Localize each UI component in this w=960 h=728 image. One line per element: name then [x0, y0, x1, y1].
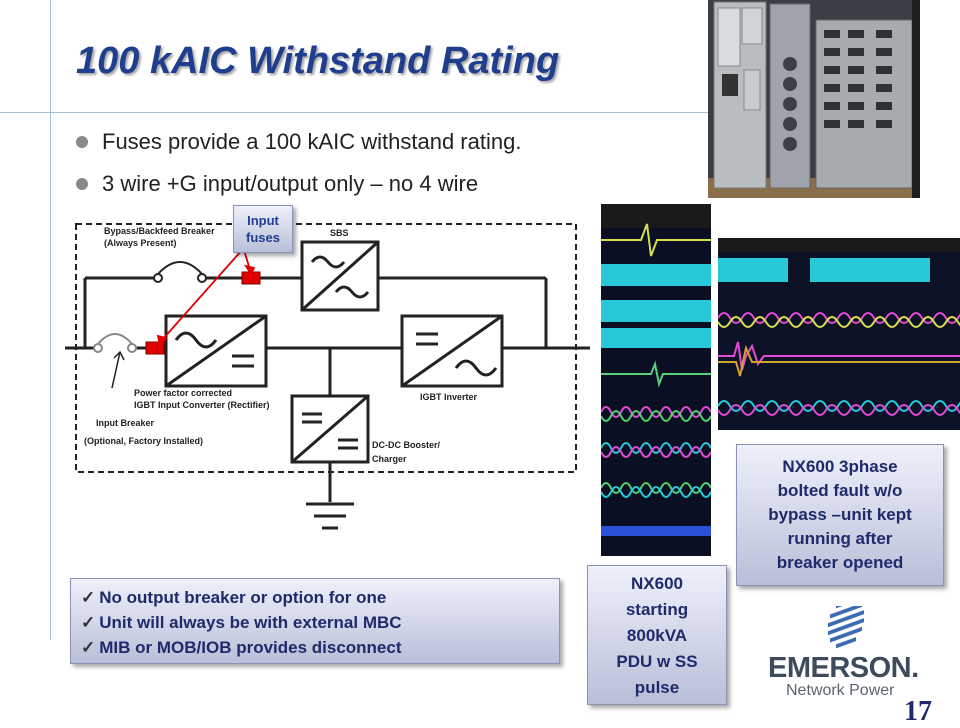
- input-fuses-line: fuses: [246, 230, 280, 245]
- fault-callout-line: running after: [787, 529, 893, 548]
- callout-arrows: [156, 249, 256, 349]
- input-breaker-arrow: [111, 350, 125, 389]
- booster-box: [290, 394, 370, 464]
- startup-test-callout: NX600 starting 800kVA PDU w SS pulse: [587, 565, 727, 705]
- fault-callout-line: bolted fault w/o: [777, 481, 903, 500]
- bullet-list: Fuses provide a 100 kAIC withstand ratin…: [76, 124, 521, 208]
- startup-callout-line: NX600: [631, 574, 683, 593]
- ups-cabinet-illustration: [708, 0, 920, 198]
- bypass-breaker-sublabel: (Always Present): [104, 238, 177, 248]
- inverter-box: [400, 314, 504, 388]
- rectifier-box: [164, 314, 268, 388]
- checklist-text: MIB or MOB/IOB provides disconnect: [99, 638, 402, 657]
- checkmark-icon: ✓: [81, 588, 96, 607]
- emerson-logo-icon: [828, 606, 864, 649]
- bullet-icon: [76, 136, 88, 148]
- rectifier-label: Power factor corrected: [134, 388, 232, 398]
- input-breaker-label: Input Breaker: [96, 418, 155, 428]
- bullet-text: Fuses provide a 100 kAIC withstand ratin…: [102, 129, 522, 154]
- booster-sublabel: Charger: [372, 454, 407, 464]
- horizontal-rule: [0, 112, 708, 113]
- scope-fault-traces: [718, 238, 960, 430]
- fault-callout-line: bypass –unit kept: [768, 505, 912, 524]
- rectifier-sublabel: IGBT Input Converter (Rectifier): [134, 400, 270, 410]
- emerson-logo-text: EMERSON.: [768, 652, 919, 684]
- inverter-label: IGBT Inverter: [420, 392, 478, 402]
- fault-callout-line: NX600 3phase: [782, 457, 898, 476]
- input-fuses-callout: Input fuses: [233, 205, 293, 253]
- fault-test-callout: NX600 3phase bolted fault w/o bypass –un…: [736, 444, 944, 586]
- slide-title: 100 kAIC Withstand Rating: [76, 40, 560, 82]
- emerson-logo-subtitle: Network Power: [786, 682, 895, 699]
- sbs-box: [300, 240, 380, 312]
- startup-callout-line: PDU w SS: [616, 652, 698, 671]
- startup-callout-line: pulse: [634, 678, 680, 697]
- checklist-item: ✓Unit will always be with external MBC: [81, 610, 549, 635]
- checklist-item: ✓No output breaker or option for one: [81, 585, 549, 610]
- bypass-breaker-symbol: [153, 261, 207, 283]
- scope-startup-screenshot: [601, 204, 711, 556]
- checkmark-icon: ✓: [81, 638, 96, 657]
- vertical-rule: [50, 0, 51, 640]
- checklist-box: ✓No output breaker or option for one ✓Un…: [70, 578, 560, 664]
- bullet-icon: [76, 178, 88, 190]
- sbs-label: SBS: [330, 228, 349, 238]
- checklist-text: No output breaker or option for one: [99, 588, 387, 607]
- bypass-breaker-label: Bypass/Backfeed Breaker: [104, 226, 215, 236]
- startup-callout-line: starting: [625, 600, 689, 619]
- input-breaker-symbol: [93, 333, 137, 353]
- bullet-item: Fuses provide a 100 kAIC withstand ratin…: [76, 124, 521, 166]
- checklist-item: ✓MIB or MOB/IOB provides disconnect: [81, 635, 549, 660]
- ground-symbol: [306, 502, 354, 530]
- ups-single-line-diagram: Bypass/Backfeed Breaker (Always Present)…: [65, 223, 590, 530]
- bullet-item: 3 wire +G input/output only – no 4 wire: [76, 166, 521, 208]
- checkmark-icon: ✓: [81, 613, 96, 632]
- input-breaker-sublabel: (Optional, Factory Installed): [84, 436, 203, 446]
- fault-callout-line: breaker opened: [776, 553, 904, 572]
- ups-cabinet-photo: [708, 0, 920, 198]
- scope-startup-traces: [601, 204, 711, 556]
- scope-fault-screenshot: [718, 238, 960, 430]
- checklist-text: Unit will always be with external MBC: [99, 613, 402, 632]
- input-fuses-line: Input: [247, 213, 279, 228]
- page-number: 17: [904, 696, 932, 727]
- startup-callout-line: 800kVA: [626, 626, 688, 645]
- bullet-text: 3 wire +G input/output only – no 4 wire: [102, 171, 479, 196]
- booster-label: DC-DC Booster/: [372, 440, 441, 450]
